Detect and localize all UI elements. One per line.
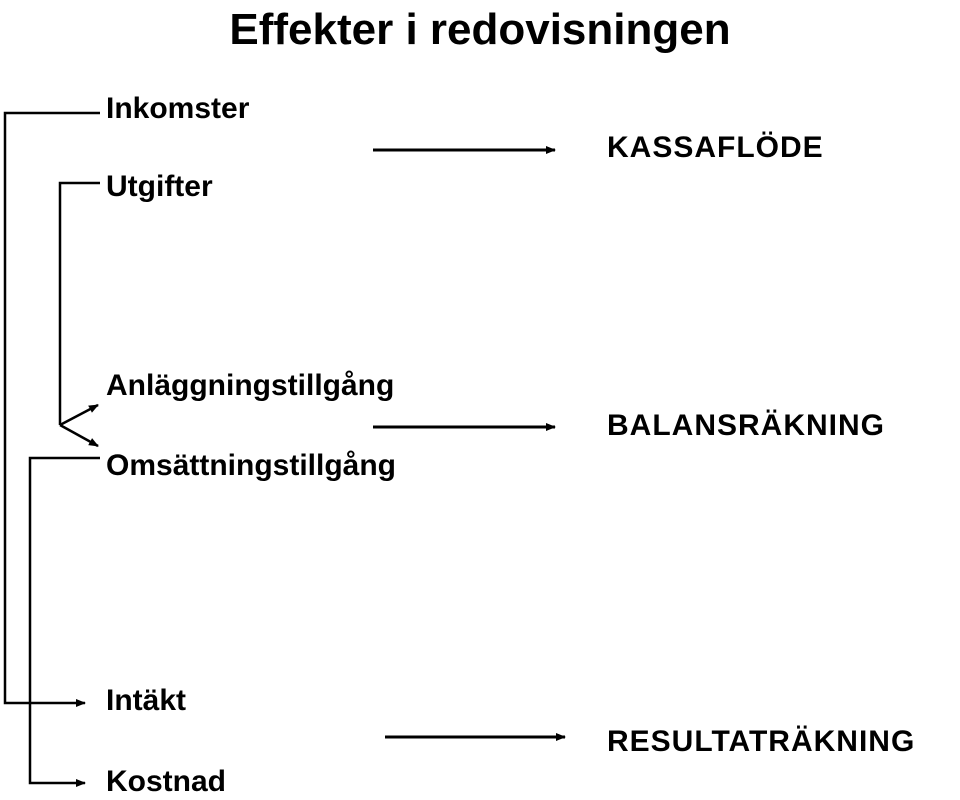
label-balansrakning: BALANSRÄKNING [607, 409, 885, 442]
connector-inkomster-to-intakt [3, 111, 100, 707]
connector-split-to-anlaggningstillgang [59, 403, 99, 427]
connector-utgifter-down [58, 181, 100, 425]
label-kostnad: Kostnad [106, 765, 226, 798]
label-resultatrakning: RESULTATRÄKNING [607, 725, 916, 758]
label-utgifter: Utgifter [106, 170, 213, 203]
connector-split-to-omsattningstillgang [59, 423, 99, 448]
label-kassaflode: KASSAFLÖDE [607, 131, 824, 164]
label-intakt: Intäkt [106, 684, 187, 717]
connector-omsattningstillgang-to-kostnad [28, 456, 100, 787]
label-omsattningstillgang: Omsättningstillgång [106, 449, 397, 482]
label-inkomster: Inkomster [106, 92, 250, 125]
label-anlaggningstillgang: Anläggningstillgång [106, 369, 395, 402]
page-title: Effekter i redovisningen [229, 5, 731, 54]
